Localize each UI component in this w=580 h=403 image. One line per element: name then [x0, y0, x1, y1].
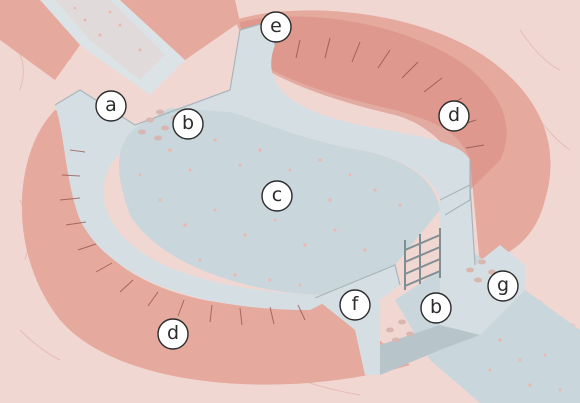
label-g: g — [488, 271, 518, 301]
label-b-outlet: b — [421, 293, 451, 323]
label-e: e — [261, 12, 291, 42]
label-e-text: e — [270, 15, 282, 37]
label-f: f — [340, 290, 370, 320]
label-a: a — [96, 91, 126, 121]
label-d-upper: d — [439, 101, 469, 131]
label-a-text: a — [105, 94, 117, 116]
label-b-inlet-text: b — [182, 112, 194, 134]
label-d-lower-text: d — [167, 322, 179, 344]
label-b-outlet-text: b — [430, 296, 442, 318]
label-b-inlet: b — [173, 109, 203, 139]
label-g-text: g — [497, 274, 509, 296]
label-c: c — [262, 181, 292, 211]
label-c-text: c — [272, 184, 282, 206]
label-d-lower: d — [158, 319, 188, 349]
label-d-upper-text: d — [448, 104, 460, 126]
